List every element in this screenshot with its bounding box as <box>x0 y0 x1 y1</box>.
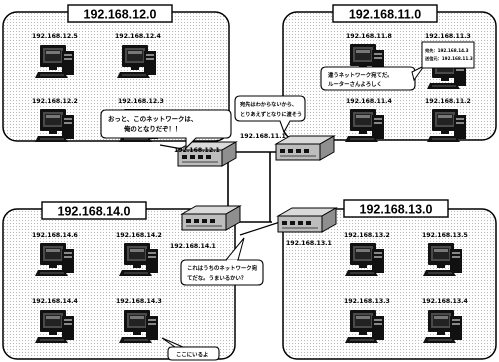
bubble-text-line: 違うネットワーク宛てだ。 <box>328 71 393 79</box>
host-ip-label: 192.168.12.5 <box>32 33 78 40</box>
router-ip-label: 192.168.13.1 <box>286 240 332 247</box>
subnet-title-box <box>67 4 173 23</box>
router-192-168-14-1: 192.168.14.1 <box>170 205 241 250</box>
bubble-text-line: おっと、このネットワークは、 <box>108 114 197 123</box>
router-icon <box>181 205 241 231</box>
host-ip-label: 192.168.12.3 <box>118 98 164 105</box>
router-icon <box>277 207 337 233</box>
subnet-192-168-12-0: 192.168.12.0 192.168.12.5 192.168.12.4 1… <box>2 4 230 143</box>
subnet-192-168-13-0: 192.168.13.0 192.168.13.2 192.168.13.5 1… <box>282 199 497 360</box>
speech-bubble-host-14-3: ここにいるよ <box>161 337 220 361</box>
bubble-text-line: これはうちのネットワーク宛 <box>187 264 258 272</box>
bubble-text-line: てだな。うまいるかい？ <box>187 274 246 282</box>
subnet-title: 192.168.14.0 <box>58 205 131 219</box>
host-ip-label: 192.168.13.2 <box>344 232 390 239</box>
host-ip-label: 192.168.13.4 <box>422 298 468 305</box>
bubble-text-line: とりあえずとなりに渡そう <box>240 110 302 118</box>
router-ip-label: 192.168.14.1 <box>170 243 216 250</box>
speech-bubble-router-14: これはうちのネットワーク宛 てだな。うまいるかい？ <box>180 237 264 286</box>
router-ip-label: 192.168.11.1 <box>240 133 286 140</box>
bubble-text-line: 俺のとなりだぞ！！ <box>123 124 181 133</box>
subnet-title: 192.168.11.0 <box>349 8 421 22</box>
host-ip-label: 192.168.11.3 <box>425 33 471 40</box>
router-192-168-13-1: 192.168.13.1 <box>277 207 337 247</box>
subnet-title: 192.168.12.0 <box>84 8 157 22</box>
subnet-title-box <box>332 4 438 23</box>
packet-line: 送信元：192.168.11.3 <box>424 55 473 62</box>
host-ip-label: 192.168.12.4 <box>115 33 161 40</box>
bubble-text-line: 宛先はわからないから、 <box>240 100 297 108</box>
packet-note: 宛先：192.168.14.3 送信元：192.168.11.3 <box>421 41 475 69</box>
speech-bubble-host-11-3: 違うネットワーク宛てだ。 ルーターさんよろしく <box>320 65 425 91</box>
bubble-text-line: ここにいるよ <box>176 352 208 359</box>
host-ip-label: 192.168.13.3 <box>344 298 390 305</box>
host-ip-label: 192.168.13.5 <box>422 232 468 239</box>
router-ip-label: 192.168.12.1 <box>174 147 220 154</box>
host-ip-label: 192.168.14.2 <box>116 232 162 239</box>
host-ip-label: 192.168.12.2 <box>32 98 78 105</box>
host-ip-label: 192.168.14.3 <box>116 298 162 305</box>
packet-card <box>421 41 475 69</box>
speech-bubble-router-11: 宛先はわからないから、 とりあえずとなりに渡そう <box>234 95 306 134</box>
host-ip-label: 192.168.14.6 <box>32 232 78 239</box>
host-ip-label: 192.168.11.4 <box>346 98 392 105</box>
subnet-title-box <box>41 201 147 220</box>
bubble-text-line: ルーターさんよろしく <box>328 80 382 88</box>
speech-bubble-router-12: おっと、このネットワークは、 俺のとなりだぞ！！ <box>100 109 232 150</box>
router-192-168-11-1: 192.168.11.1 <box>240 133 335 161</box>
router-192-168-12-1: 192.168.12.1 <box>174 141 237 167</box>
packet-line: 宛先：192.168.14.3 <box>425 47 469 54</box>
host-ip-label: 192.168.14.4 <box>32 298 78 305</box>
host-ip-label: 192.168.11.2 <box>425 98 471 105</box>
host-ip-label: 192.168.11.8 <box>346 33 392 40</box>
subnet-title: 192.168.13.0 <box>360 203 433 217</box>
subnet-title-box <box>343 199 449 218</box>
